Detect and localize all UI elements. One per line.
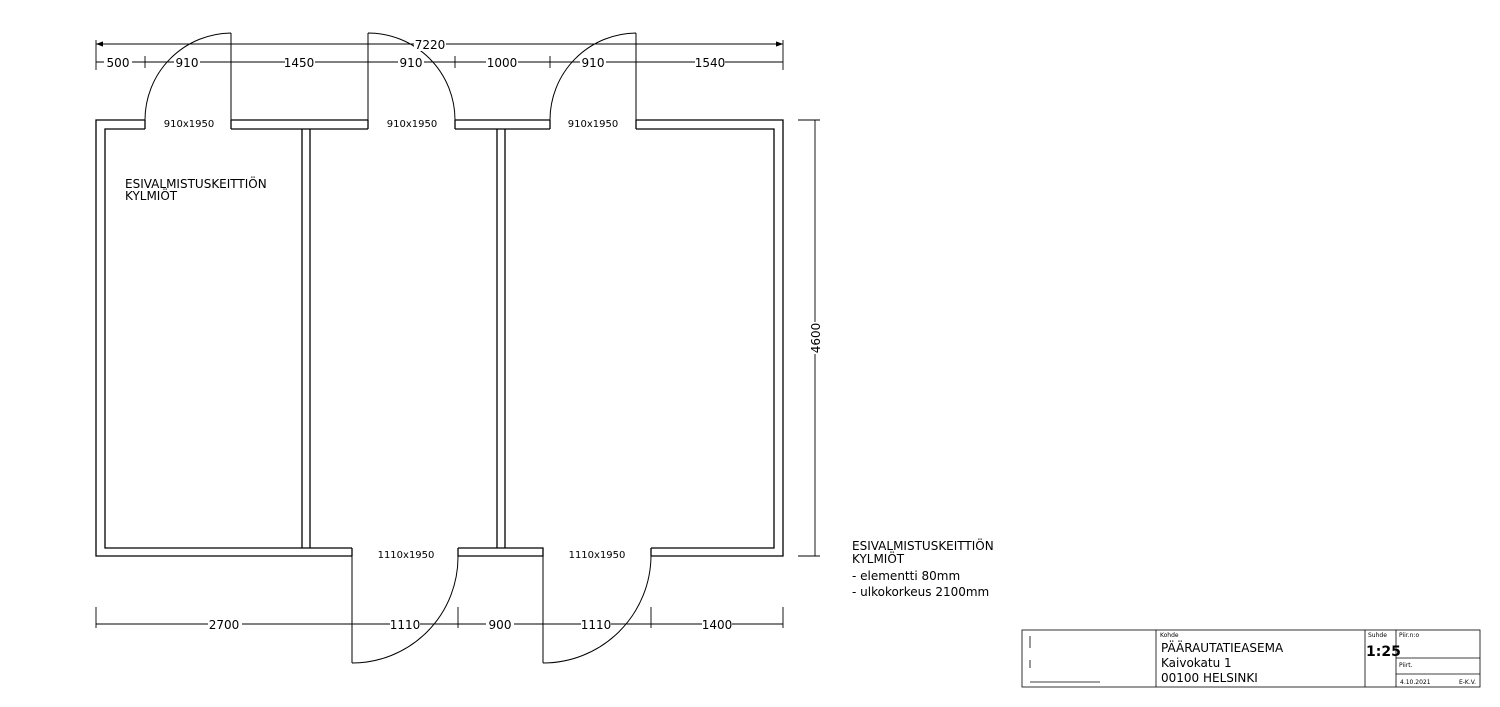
author-value: E-K.V. — [1459, 679, 1476, 686]
room-label-line-1: ESIVALMISTUSKEITTIÖN — [125, 175, 267, 191]
note-line-1: ESIVALMISTUSKEITTIÖN — [852, 537, 994, 553]
dim-top-3: 1450 — [284, 56, 315, 70]
room-label: ESIVALMISTUSKEITTIÖN KYLMIÖT — [125, 175, 267, 203]
bottom-dimension-labels: 2700 1110 900 1110 1400 — [208, 618, 732, 632]
scale-label: Suhde — [1368, 632, 1387, 639]
dim-top-7: 1540 — [695, 56, 726, 70]
door-labels: 910x1950 910x1950 910x1950 1110x1950 111… — [164, 119, 626, 561]
dim-top-4: 910 — [400, 56, 423, 70]
notes: ESIVALMISTUSKEITTIÖN KYLMIÖT - elementti… — [852, 537, 994, 599]
drawn-label: Piirt. — [1399, 662, 1413, 669]
dim-bottom-5: 1400 — [702, 618, 733, 632]
dim-top-5: 1000 — [487, 56, 518, 70]
dim-top-6: 910 — [582, 56, 605, 70]
kohde-label: Kohde — [1160, 632, 1179, 639]
dim-top-2: 910 — [176, 56, 199, 70]
door-top-2-label: 910x1950 — [387, 119, 437, 130]
project-city: 00100 HELSINKI — [1161, 671, 1258, 685]
top-dimension-labels: 7220 500 910 1450 910 1000 910 1540 — [104, 37, 725, 70]
scale-value: 1:25 — [1366, 644, 1401, 660]
door-bottom-2-label: 1110x1950 — [569, 550, 626, 561]
dim-bottom-2: 1110 — [390, 618, 421, 632]
door-bottom-1-label: 1110x1950 — [378, 550, 435, 561]
dim-right-height: 4600 — [809, 323, 823, 354]
title-block — [1021, 629, 1481, 688]
drawing-number-label: Piir.n:o — [1399, 632, 1419, 639]
note-line-4: - ulkokorkeus 2100mm — [852, 585, 989, 599]
project-name: PÄÄRAUTATIEASEMA — [1161, 640, 1284, 655]
room-label-line-2: KYLMIÖT — [125, 187, 178, 203]
dim-top-1: 500 — [107, 56, 130, 70]
note-line-3: - elementti 80mm — [852, 569, 960, 583]
right-dimension: 4600 — [808, 322, 823, 354]
date-value: 4.10.2021 — [1400, 679, 1431, 686]
walls — [95, 119, 784, 557]
title-block-text: Kohde PÄÄRAUTATIEASEMA Kaivokatu 1 00100… — [1160, 632, 1476, 686]
dim-bottom-1: 2700 — [209, 618, 240, 632]
door-top-3-label: 910x1950 — [568, 119, 618, 130]
note-line-2: KYLMIÖT — [852, 550, 905, 566]
overall-width-label: 7220 — [415, 38, 446, 52]
door-top-1-label: 910x1950 — [164, 119, 214, 130]
project-street: Kaivokatu 1 — [1161, 656, 1232, 670]
dim-bottom-3: 900 — [489, 618, 512, 632]
dim-bottom-4: 1110 — [581, 618, 612, 632]
